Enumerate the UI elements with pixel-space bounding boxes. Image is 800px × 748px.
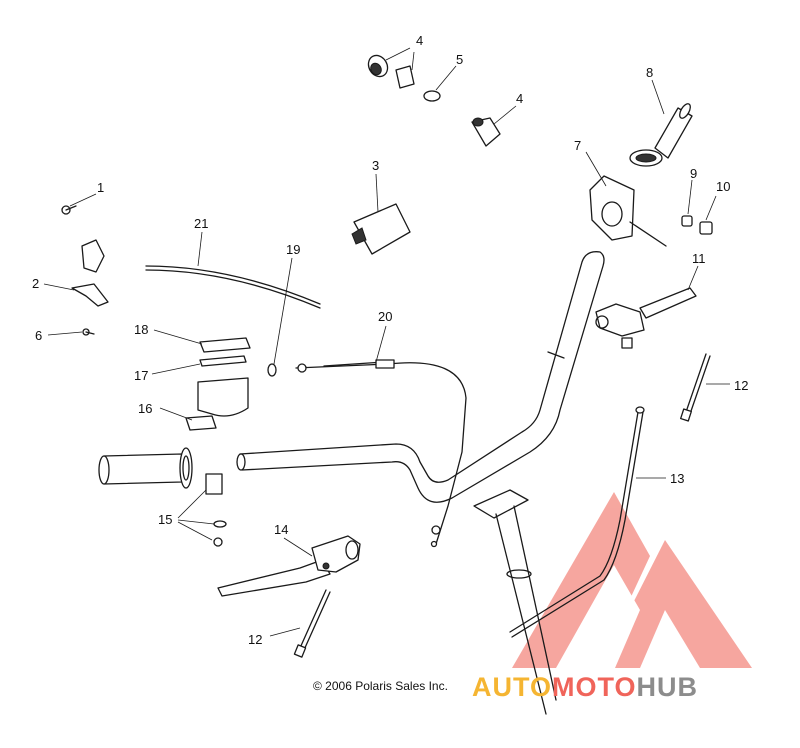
callout-10: 10 bbox=[716, 179, 730, 194]
callout-3: 3 bbox=[372, 158, 379, 173]
right-grip bbox=[629, 103, 693, 167]
steering-post bbox=[473, 489, 557, 715]
callout-8: 8 bbox=[646, 65, 653, 80]
throttle-cable bbox=[509, 406, 645, 638]
small-hardware bbox=[61, 205, 227, 547]
callout-4: 4 bbox=[516, 91, 523, 106]
left-grip bbox=[98, 447, 193, 489]
callout-7: 7 bbox=[574, 138, 581, 153]
callout-15: 15 bbox=[158, 512, 172, 527]
callout-20: 20 bbox=[378, 309, 392, 324]
watermark-word-auto: AUTO bbox=[472, 672, 552, 702]
callout-1: 1 bbox=[97, 180, 104, 195]
watermark-word-hub: HUB bbox=[637, 672, 699, 702]
switch-housing bbox=[589, 175, 713, 247]
master-cylinder bbox=[185, 337, 277, 431]
watermark-word-moto: MOTO bbox=[552, 672, 637, 702]
callout-4: 4 bbox=[416, 33, 423, 48]
tie-strap bbox=[293, 353, 711, 658]
callout-12: 12 bbox=[248, 632, 262, 647]
watermark-logo-icon bbox=[512, 492, 752, 668]
callout-labels: 1 2 3 4 4 5 6 7 8 9 10 11 12 12 13 14 15… bbox=[32, 33, 748, 647]
brake-cable bbox=[295, 359, 467, 548]
callout-9: 9 bbox=[690, 166, 697, 181]
watermark-wordmark: AUTOMOTOHUB bbox=[472, 672, 698, 702]
brake-lever bbox=[217, 535, 361, 597]
callout-2: 2 bbox=[32, 276, 39, 291]
callout-18: 18 bbox=[134, 322, 148, 337]
copyright-notice: © 2006 Polaris Sales Inc. bbox=[313, 679, 448, 693]
callout-13: 13 bbox=[670, 471, 684, 486]
callout-6: 6 bbox=[35, 328, 42, 343]
handlebar bbox=[236, 251, 605, 503]
callout-16: 16 bbox=[138, 401, 152, 416]
cable bbox=[145, 265, 321, 309]
switch bbox=[351, 203, 411, 255]
leader-lines bbox=[43, 47, 730, 637]
callout-21: 21 bbox=[194, 216, 208, 231]
callout-17: 17 bbox=[134, 368, 148, 383]
callout-11: 11 bbox=[692, 251, 706, 266]
callout-19: 19 bbox=[286, 242, 300, 257]
callout-5: 5 bbox=[456, 52, 463, 67]
ignition-parts bbox=[367, 54, 501, 147]
lever-assembly bbox=[595, 287, 697, 349]
callout-14: 14 bbox=[274, 522, 288, 537]
callout-12: 12 bbox=[734, 378, 748, 393]
